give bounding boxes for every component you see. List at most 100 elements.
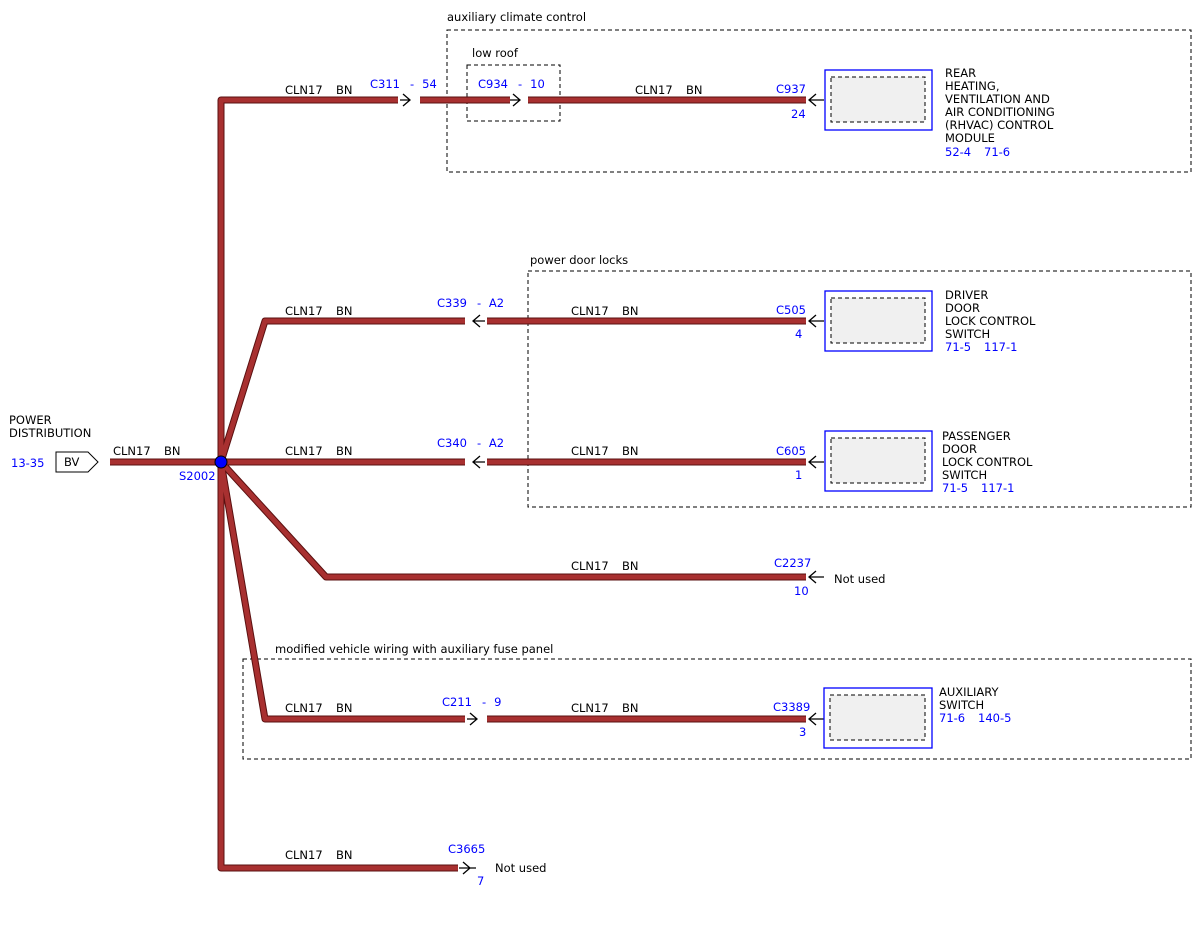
driver-ref-1[interactable]: 71-5 (945, 340, 971, 354)
rhvac-module-name-5: (RHVAC) CONTROL (945, 118, 1054, 132)
aux-pin: 3 (799, 725, 806, 739)
aux-wire-color: BN (336, 701, 353, 715)
unused1-pin: 10 (794, 584, 809, 598)
rhvac-module-name-4: AIR CONDITIONING (945, 105, 1055, 119)
module-driver-door-inner (830, 297, 926, 344)
rhvac-pin: 24 (791, 107, 806, 121)
rhvac-wire-color: BN (336, 83, 353, 97)
rhvac-inline1-connector[interactable]: C311-54 (370, 77, 437, 91)
rhvac-module-name-1: REAR (945, 66, 976, 80)
passenger-circuit: CLN17 (285, 444, 323, 458)
group-box-low-roof (466, 64, 561, 122)
connector-symbols (400, 93, 824, 875)
unused2-pin: 7 (477, 874, 484, 888)
rhvac-ref-2[interactable]: 71-6 (984, 145, 1010, 159)
passenger-pin: 1 (795, 468, 802, 482)
inline-connector-c311-icon (400, 93, 411, 107)
source-title-line1: POWER (9, 413, 52, 427)
aux-ref-1[interactable]: 71-6 (939, 711, 965, 725)
rhvac-circuit: CLN17 (285, 83, 323, 97)
wires (110, 96, 806, 872)
aux-module-name-1: AUXILIARY (939, 685, 999, 699)
group-box-modified-wiring (242, 658, 1192, 760)
module-aux-switch-inner (829, 694, 926, 741)
group-label-power-door-locks: power door locks (530, 253, 628, 267)
splice-icon (214, 455, 228, 469)
module-rhvac-inner (830, 76, 926, 123)
connector-c605-icon (808, 455, 824, 469)
rhvac-module-name-6: MODULE (945, 131, 995, 145)
driver-module-name-3: LOCK CONTROL (945, 314, 1036, 328)
inline-connector-c934-icon (510, 93, 521, 107)
driver-module-name-1: DRIVER (945, 288, 988, 302)
inline-connector-c339-icon (472, 314, 485, 328)
module-passenger-door-inner (830, 437, 926, 484)
driver-inline-connector[interactable]: C339-A2 (437, 296, 504, 310)
connector-c3389-icon (808, 712, 824, 726)
connector-c937-icon (808, 93, 824, 107)
source-connector-icon (55, 451, 99, 473)
aux-ref-2[interactable]: 140-5 (978, 711, 1011, 725)
wire-aux-1 (218, 461, 465, 722)
source-circuit: CLN17 (113, 444, 151, 458)
driver-circuit-2: CLN17 (571, 304, 609, 318)
driver-circuit: CLN17 (285, 304, 323, 318)
passenger-connector[interactable]: C605 (776, 444, 806, 458)
connector-c505-icon (808, 314, 824, 328)
wire-driver-1 (218, 318, 465, 463)
end-connector-c2237-icon (808, 570, 824, 584)
group-label-aux-climate: auxiliary climate control (447, 10, 586, 24)
driver-connector[interactable]: C505 (776, 303, 806, 317)
rhvac-module-name-2: HEATING, (945, 79, 999, 93)
component-modules (823, 69, 933, 749)
aux-connector[interactable]: C3389 (773, 700, 810, 714)
group-label-modified-wiring: modified vehicle wiring with auxiliary f… (275, 642, 553, 656)
passenger-wire-color: BN (336, 444, 353, 458)
passenger-module-name-1: PASSENGER (942, 429, 1011, 443)
source-title-line2: DISTRIBUTION (9, 426, 91, 440)
rhvac-wire-color-2: BN (686, 83, 703, 97)
driver-wire-color-2: BN (622, 304, 639, 318)
rhvac-circuit-2: CLN17 (635, 83, 673, 97)
aux-inline-connector[interactable]: C211-9 (442, 695, 501, 709)
end-connector-c3665-icon (459, 861, 476, 875)
passenger-circuit-2: CLN17 (571, 444, 609, 458)
unused2-wire-color: BN (336, 848, 353, 862)
inline-connector-c211-icon (467, 712, 478, 726)
rhvac-module-name-3: VENTILATION AND (945, 92, 1050, 106)
wire-unused-1 (219, 460, 806, 580)
source-page-ref[interactable]: 13-35 (11, 456, 44, 470)
driver-pin: 4 (795, 327, 802, 341)
splice-label[interactable]: S2002 (179, 469, 216, 483)
rhvac-connector[interactable]: C937 (776, 82, 806, 96)
aux-module-name-2: SWITCH (939, 698, 984, 712)
driver-module-name-2: DOOR (945, 301, 980, 315)
wire-rhvac-1 (218, 97, 398, 462)
unused1-note: Not used (834, 572, 885, 586)
passenger-module-name-4: SWITCH (942, 468, 987, 482)
driver-ref-2[interactable]: 117-1 (984, 340, 1017, 354)
inline-connector-c340-icon (472, 455, 485, 469)
unused2-note: Not used (495, 861, 546, 875)
passenger-inline-connector[interactable]: C340-A2 (437, 436, 504, 450)
rhvac-inline2-connector[interactable]: C934-10 (478, 77, 545, 91)
group-box-power-door-locks (527, 270, 1192, 508)
wire-unused-2 (218, 462, 458, 871)
passenger-wire-color-2: BN (622, 444, 639, 458)
unused1-wire-color: BN (622, 559, 639, 573)
source-wire-color: BN (164, 444, 181, 458)
passenger-module-name-3: LOCK CONTROL (942, 455, 1033, 469)
passenger-ref-1[interactable]: 71-5 (942, 481, 968, 495)
aux-circuit: CLN17 (285, 701, 323, 715)
unused2-connector[interactable]: C3665 (448, 842, 485, 856)
passenger-ref-2[interactable]: 117-1 (981, 481, 1014, 495)
group-label-low-roof: low roof (472, 46, 519, 60)
unused1-circuit: CLN17 (571, 559, 609, 573)
rhvac-ref-1[interactable]: 52-4 (945, 145, 971, 159)
driver-wire-color: BN (336, 304, 353, 318)
unused1-connector[interactable]: C2237 (774, 556, 811, 570)
passenger-module-name-2: DOOR (942, 442, 977, 456)
driver-module-name-4: SWITCH (945, 327, 990, 341)
